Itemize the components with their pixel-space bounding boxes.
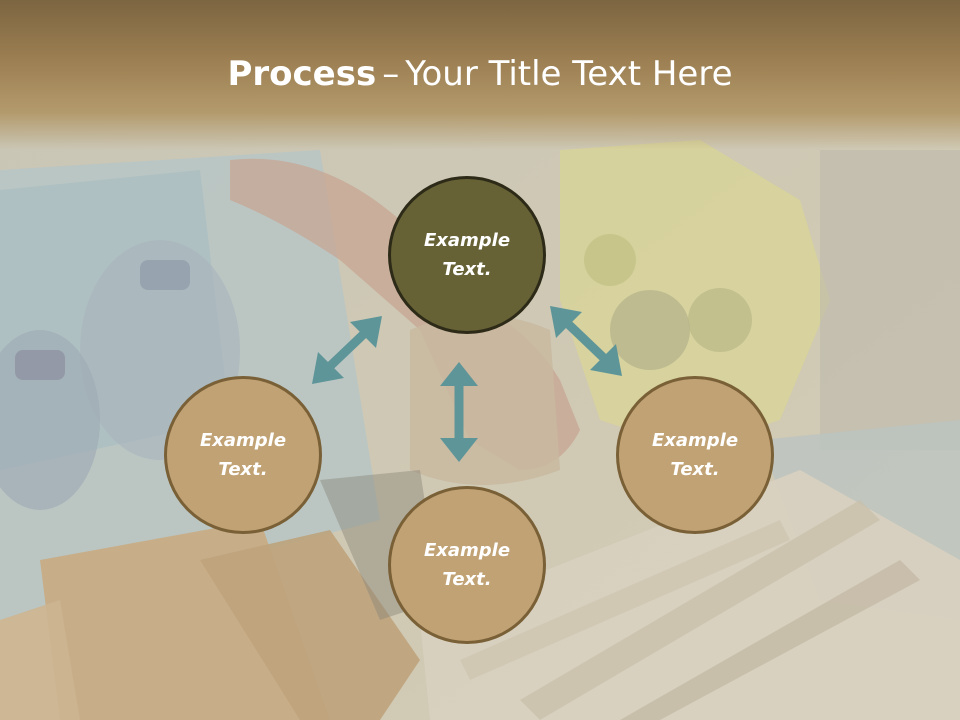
process-node-bottom[interactable]: Example Text.: [388, 486, 546, 644]
node-center-line2: Text.: [442, 259, 492, 280]
process-node-right[interactable]: Example Text.: [616, 376, 774, 534]
slide-title[interactable]: Process–Your Title Text Here: [0, 52, 960, 96]
node-right-line1: Example: [651, 430, 739, 451]
process-node-left[interactable]: Example Text.: [164, 376, 322, 534]
title-banner: [0, 0, 960, 150]
node-right-line2: Text.: [670, 459, 720, 480]
arrow-center-left[interactable]: [312, 316, 382, 384]
title-separator: –: [382, 54, 400, 94]
node-left-line2: Text.: [218, 459, 268, 480]
node-left-line1: Example: [199, 430, 287, 451]
process-node-center[interactable]: Example Text.: [388, 176, 546, 334]
node-bottom-line1: Example: [423, 540, 511, 561]
arrow-center-bottom[interactable]: [440, 362, 478, 462]
arrow-center-right[interactable]: [550, 306, 622, 376]
title-bold-text: Process: [227, 54, 377, 94]
node-center-line1: Example: [423, 230, 511, 251]
title-rest-text: Your Title Text Here: [405, 54, 733, 94]
node-bottom-line2: Text.: [442, 569, 492, 590]
